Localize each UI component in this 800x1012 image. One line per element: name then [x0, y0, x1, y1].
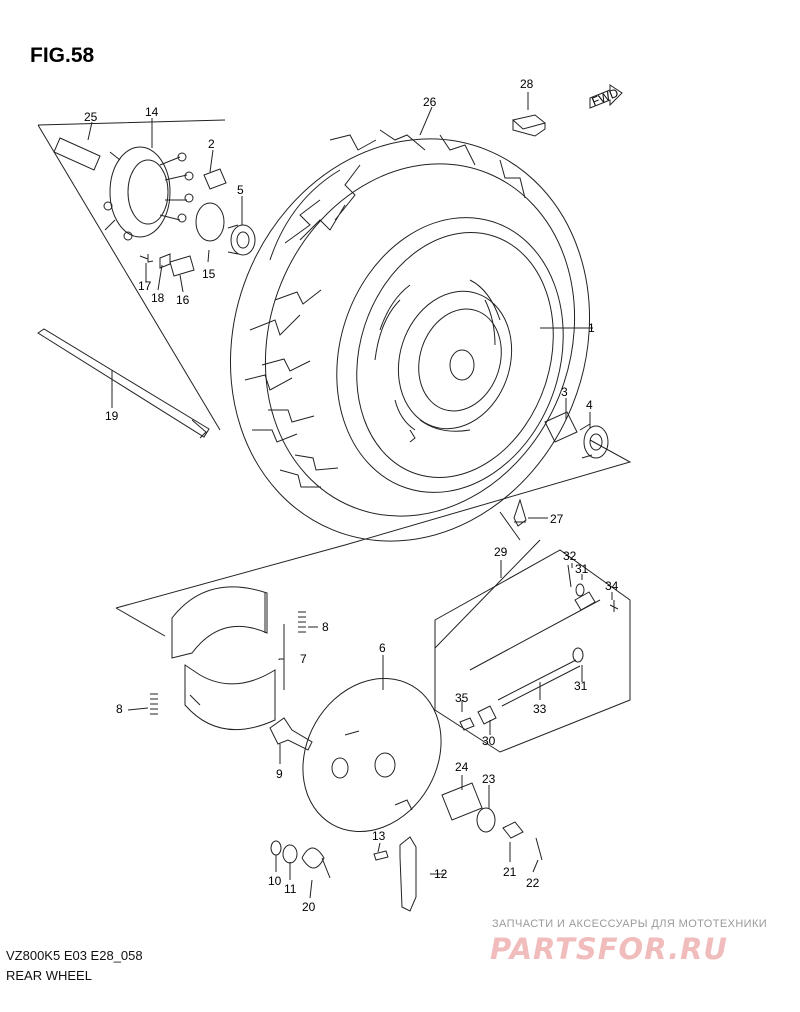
washer-18: [159, 253, 171, 269]
brake-camshaft: [269, 717, 313, 751]
callout-17: 17: [138, 279, 152, 293]
callout-25: 25: [84, 110, 98, 124]
washer-31a: [575, 583, 585, 597]
callout-16: 16: [176, 293, 190, 307]
spring-upper: [298, 611, 306, 633]
washer-11: [282, 844, 298, 864]
figure-caption: REAR WHEEL: [6, 968, 92, 983]
callout-24: 24: [455, 760, 469, 774]
brake-panel: [302, 677, 442, 833]
brake-spring-33: [497, 659, 581, 707]
callout-10: 10: [268, 874, 282, 888]
callout-19: 19: [105, 409, 119, 423]
callout-7: 7: [300, 652, 307, 666]
bolt-17: [139, 254, 154, 263]
rod-joint: [574, 591, 596, 611]
callout-11: 11: [284, 882, 297, 896]
seal-23: [476, 807, 496, 833]
brake-shoes: [171, 586, 276, 731]
callout-20: 20: [302, 900, 316, 914]
callout-3: 3: [561, 385, 568, 399]
callout-1: 1: [588, 321, 595, 335]
cotter-pin-32: [567, 564, 572, 588]
brake-rod-group-box: [434, 549, 631, 753]
callout-28: 28: [520, 77, 534, 91]
washer-10: [270, 840, 282, 856]
pin-35: [459, 717, 475, 731]
callout-12: 12: [434, 867, 448, 881]
washer-31b: [572, 647, 584, 663]
fwd-label: FWD: [590, 85, 621, 108]
drive-pin: [53, 137, 101, 171]
callouts: 1 2 3 4 5 6 7 8 8 9 10 11 12 13 14 15 16…: [84, 77, 621, 914]
callout-27: 27: [550, 512, 564, 526]
callout-2: 2: [208, 137, 215, 151]
callout-13: 13: [372, 829, 386, 843]
o-ring: [195, 202, 225, 242]
callout-30: 30: [482, 734, 496, 748]
spring-lower: [150, 693, 158, 715]
pin-34: [609, 600, 619, 612]
return-spring: [301, 847, 331, 879]
callout-4: 4: [586, 398, 593, 412]
watermark-subtitle: ЗАПЧАСТИ И АКСЕССУАРЫ ДЛЯ МОТОТЕХНИКИ: [492, 918, 768, 930]
callout-9: 9: [276, 767, 283, 781]
figure-title: FIG.58: [30, 44, 95, 67]
tire: [229, 129, 591, 542]
brake-rod: [469, 599, 601, 671]
wheel-rim: [336, 217, 564, 493]
callout-14: 14: [145, 105, 159, 119]
callout-31b: 31: [574, 679, 588, 693]
callout-26: 26: [423, 95, 437, 109]
callout-31a: 31: [575, 562, 589, 576]
fwd-arrow: [589, 84, 623, 109]
rear-axle: [37, 328, 210, 439]
plate-16: [169, 255, 195, 277]
watermark-logo: PARTSFOR.RU: [490, 932, 728, 966]
hub-bearing: [227, 224, 256, 256]
valve: [513, 498, 527, 527]
nut-30: [477, 705, 497, 725]
bolt-13: [373, 850, 389, 861]
hub-bush: [203, 168, 227, 190]
model-code: VZ800K5 E03 E28_058: [6, 948, 143, 963]
callout-5: 5: [237, 183, 244, 197]
callout-8a: 8: [322, 620, 329, 634]
callout-21: 21: [503, 865, 517, 879]
callout-32: 32: [563, 549, 577, 563]
callout-22: 22: [526, 876, 540, 890]
axle-nut: [502, 821, 524, 839]
cotter-pin: [535, 837, 543, 861]
brake-cam-lever: [399, 836, 417, 912]
spacer-and-bearing: [544, 411, 609, 459]
callout-35: 35: [455, 691, 469, 705]
callout-23: 23: [482, 772, 496, 786]
callout-15: 15: [202, 267, 216, 281]
callout-18: 18: [151, 291, 165, 305]
balance-weight: [511, 114, 547, 137]
callout-34: 34: [605, 579, 619, 593]
callout-33: 33: [533, 702, 547, 716]
callout-8b: 8: [116, 702, 123, 716]
callout-29: 29: [494, 545, 508, 559]
callout-6: 6: [379, 641, 386, 655]
final-drive-hub: [103, 146, 194, 241]
